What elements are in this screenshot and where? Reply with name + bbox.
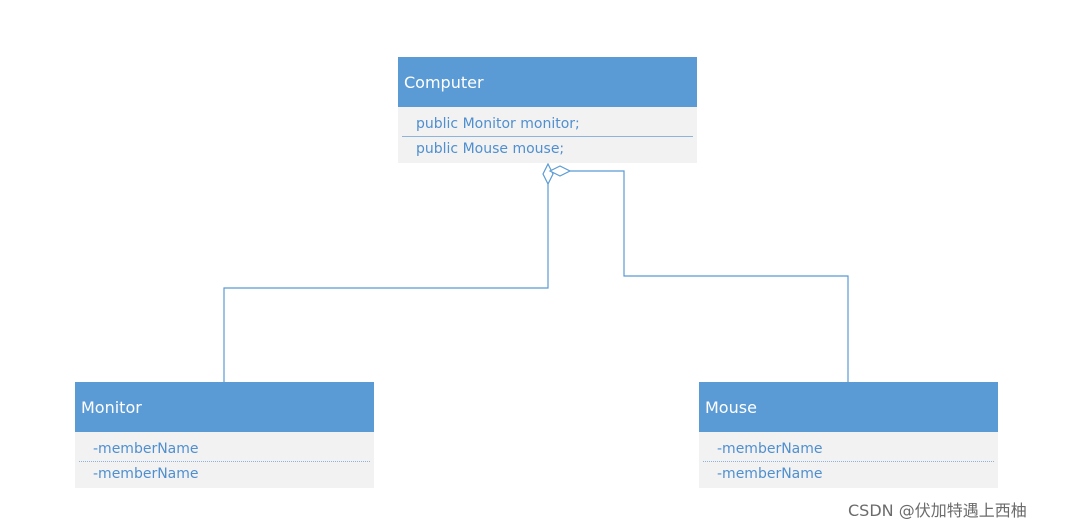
member-name: -memberName — [93, 441, 199, 457]
class-name-computer: Computer — [404, 72, 484, 92]
member-divider — [402, 136, 693, 137]
class-name-monitor: Monitor — [81, 397, 142, 417]
member-name: -memberName — [93, 466, 199, 482]
member-divider — [79, 461, 370, 462]
class-monitor[interactable]: Monitor -memberName -memberName — [75, 382, 374, 488]
watermark: CSDN @伏加特遇上西柚 — [848, 501, 1027, 520]
class-members-computer: public Monitor monitor; public Mouse mou… — [398, 107, 697, 164]
member-name: -memberName — [717, 466, 823, 482]
member-monitor: public Monitor monitor; — [416, 116, 580, 132]
class-mouse[interactable]: Mouse -memberName -memberName — [699, 382, 998, 488]
class-members-monitor: -memberName -memberName — [75, 432, 374, 489]
member-divider — [703, 461, 994, 462]
aggregation-diamond-monitor — [542, 162, 554, 186]
class-name-mouse: Mouse — [705, 397, 757, 417]
member-name: -memberName — [717, 441, 823, 457]
aggregation-line-monitor — [223, 184, 549, 382]
aggregation-line-mouse — [570, 170, 849, 382]
member-mouse: public Mouse mouse; — [416, 141, 565, 157]
class-members-mouse: -memberName -memberName — [699, 432, 998, 489]
class-computer[interactable]: Computer public Monitor monitor; public … — [398, 57, 697, 163]
class-header-computer: Computer — [398, 57, 697, 107]
class-header-mouse: Mouse — [699, 382, 998, 432]
aggregation-diamond-mouse — [548, 165, 572, 177]
class-header-monitor: Monitor — [75, 382, 374, 432]
